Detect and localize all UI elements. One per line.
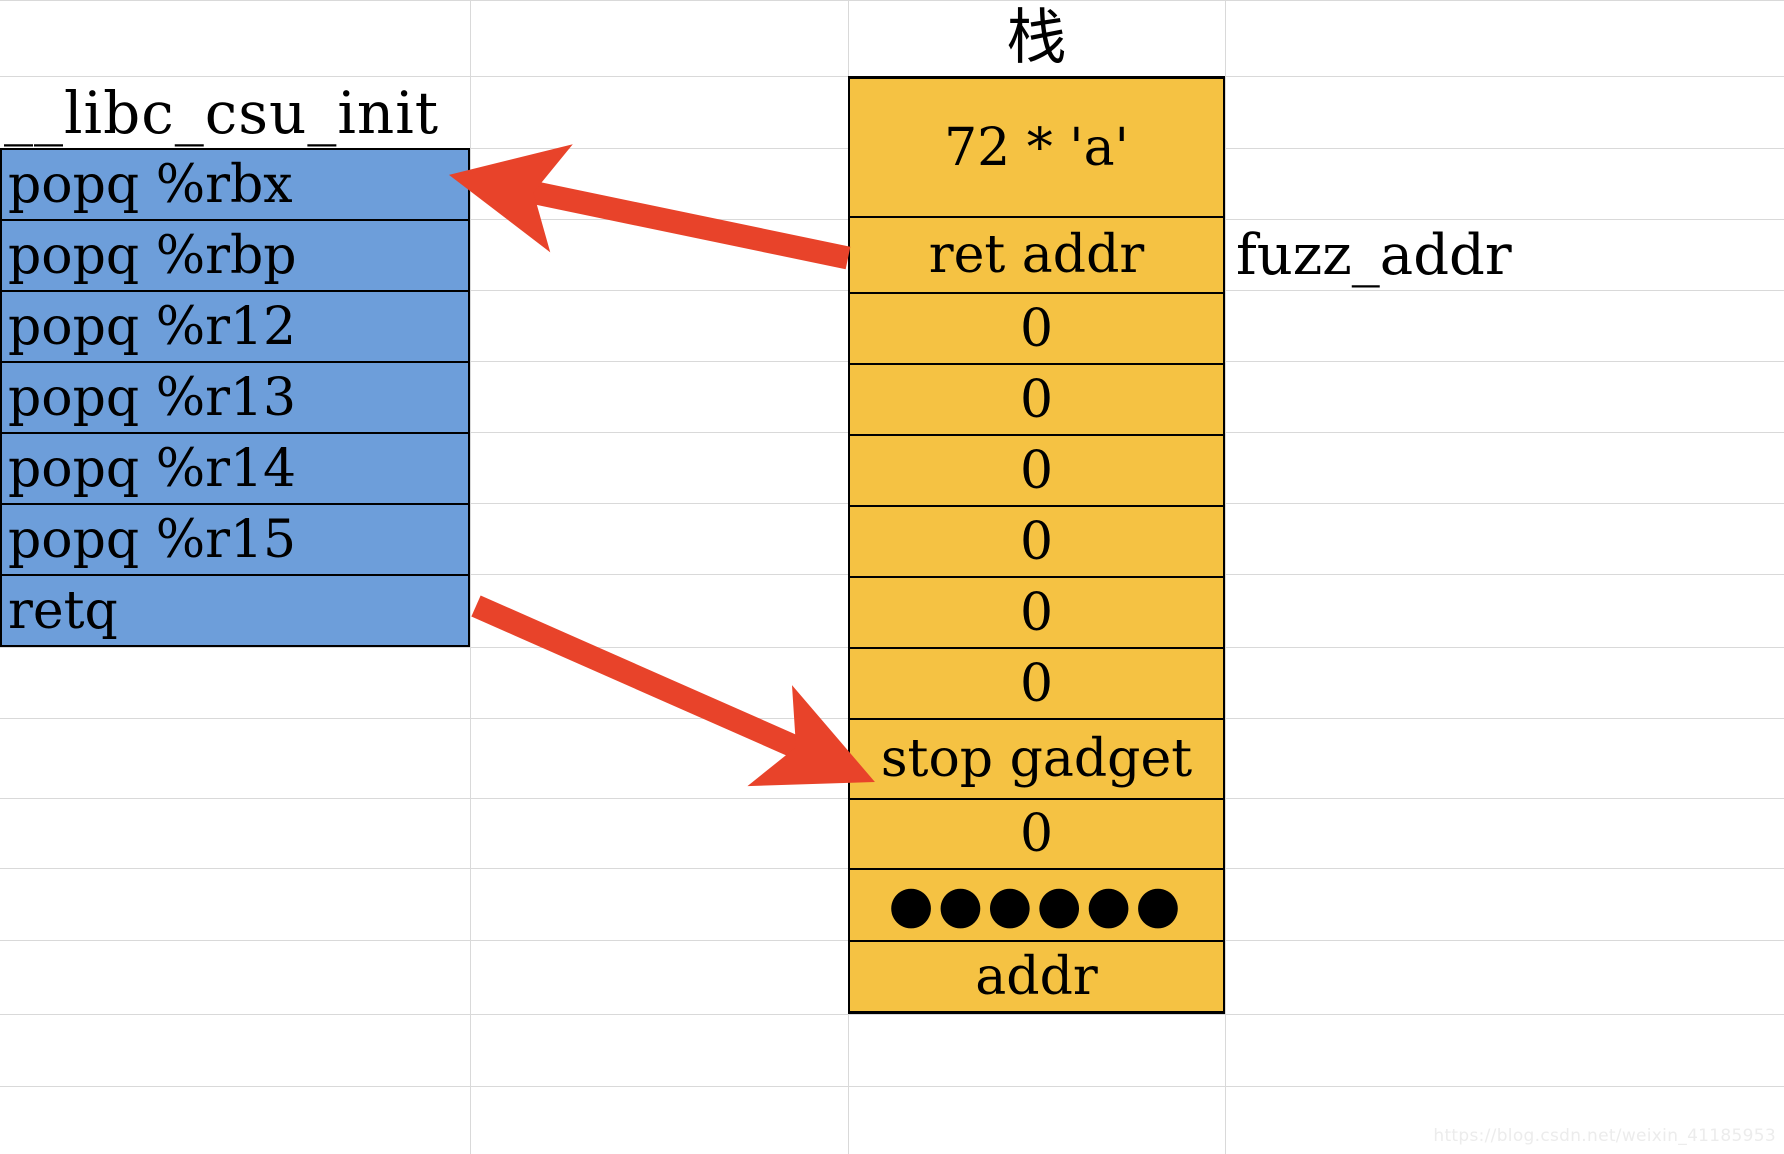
- stack-cell-ret-addr[interactable]: ret addr: [848, 216, 1225, 292]
- stack-cell-zero-3[interactable]: 0: [848, 434, 1225, 505]
- stack-cell-addr[interactable]: addr: [848, 940, 1225, 1014]
- stack-cell-ellipsis[interactable]: ●●●●●●: [848, 868, 1225, 940]
- stack-cell-zero-7[interactable]: 0: [848, 798, 1225, 868]
- retq-to-stop-gadget-arrow: [471, 595, 875, 787]
- ret-addr-to-gadget-arrow: [448, 144, 851, 270]
- function-name-label: __libc_csu_init: [4, 79, 440, 147]
- watermark-text: https://blog.csdn.net/weixin_41185953: [1433, 1126, 1776, 1146]
- stack-cell-zero-2[interactable]: 0: [848, 363, 1225, 434]
- stack-cell-zero-5[interactable]: 0: [848, 576, 1225, 647]
- gadget-row-popq-r13[interactable]: popq %r13: [0, 361, 470, 432]
- stack-title-label: 栈: [1006, 3, 1067, 73]
- stack-cell-zero-1[interactable]: 0: [848, 292, 1225, 363]
- gadget-row-popq-r12[interactable]: popq %r12: [0, 290, 470, 361]
- grid-col-line-2: [1225, 0, 1226, 1154]
- stack-cell-stop-gadget[interactable]: stop gadget: [848, 718, 1225, 798]
- grid-row-line-0: [0, 0, 1784, 1]
- gadget-row-popq-rbx[interactable]: popq %rbx: [0, 148, 470, 219]
- fuzz-addr-annotation: fuzz_addr: [1236, 223, 1512, 288]
- gadget-row-popq-r15[interactable]: popq %r15: [0, 503, 470, 574]
- stack-cell-zero-6[interactable]: 0: [848, 647, 1225, 718]
- stack-cell-padding[interactable]: 72 * 'a': [848, 76, 1225, 216]
- gadget-row-retq[interactable]: retq: [0, 574, 470, 647]
- gadget-row-popq-r14[interactable]: popq %r14: [0, 432, 470, 503]
- grid-col-line-0: [470, 0, 471, 1154]
- stack-cell-zero-4[interactable]: 0: [848, 505, 1225, 576]
- gadget-row-popq-rbp[interactable]: popq %rbp: [0, 219, 470, 290]
- grid-row-line-15: [0, 1086, 1784, 1087]
- grid-row-line-14: [0, 1014, 1784, 1015]
